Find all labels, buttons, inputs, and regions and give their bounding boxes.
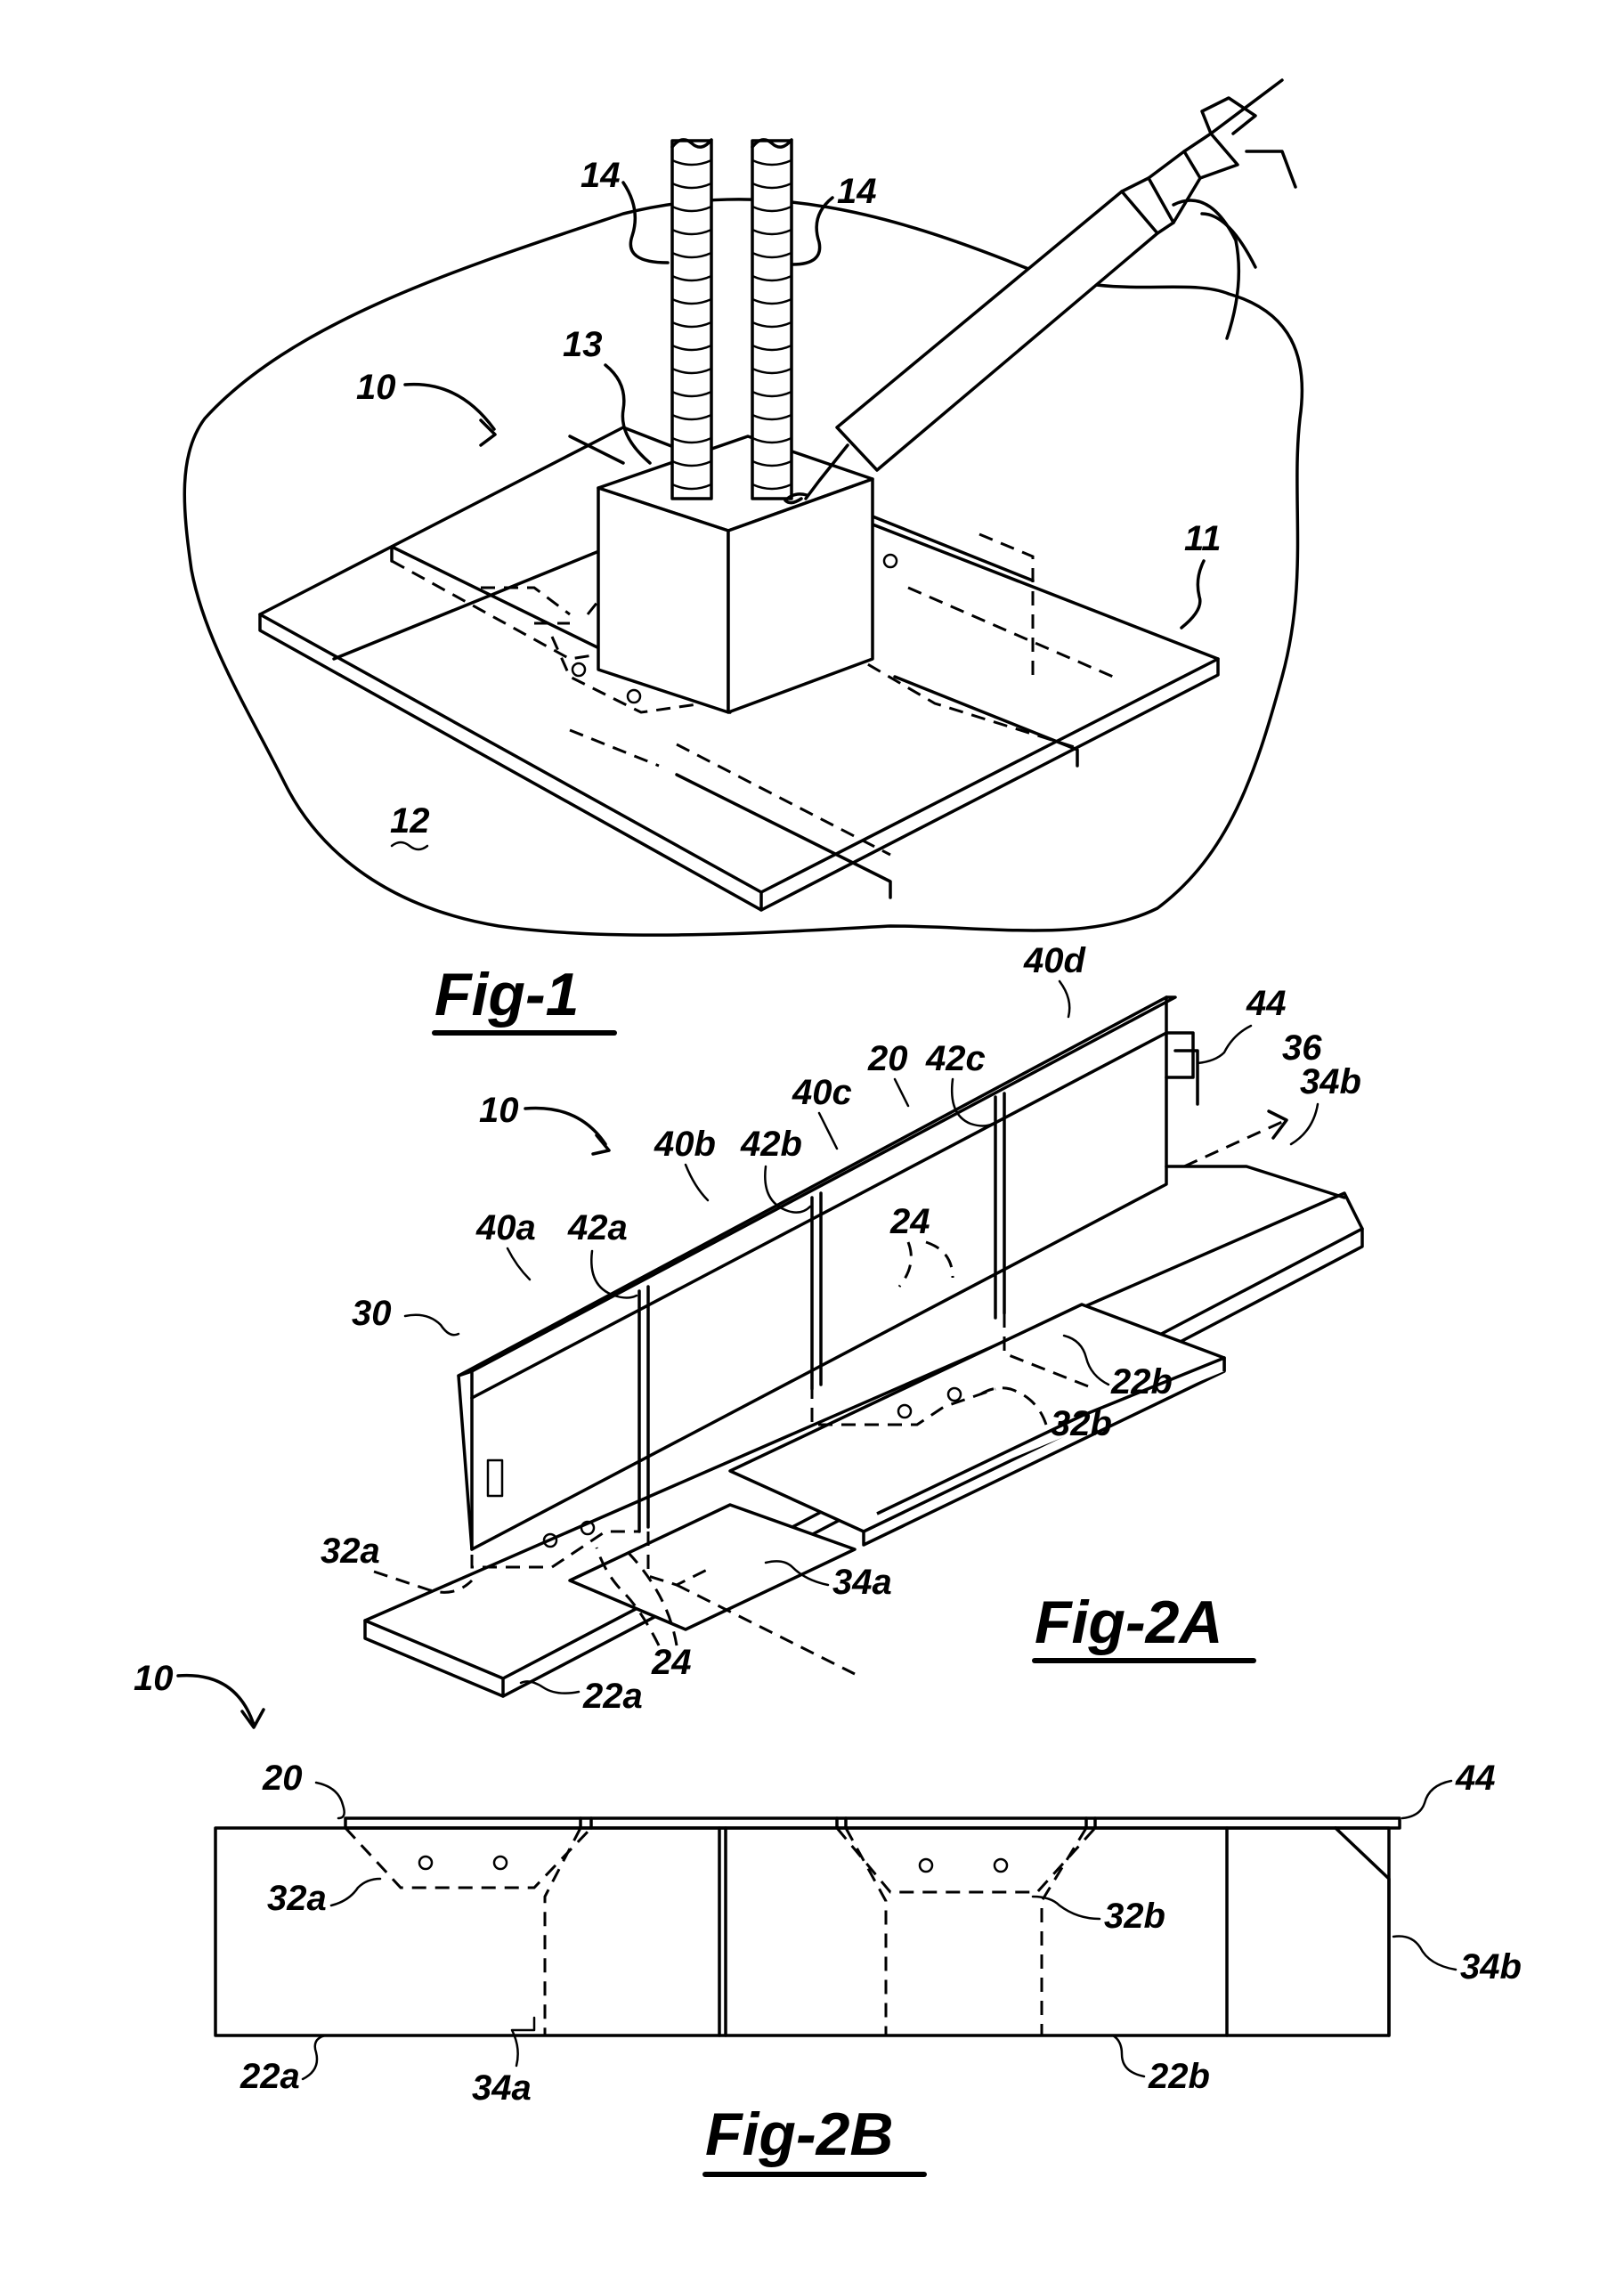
caption-fig-1: Fig-1 [434, 961, 579, 1028]
ref-label-fig2a-40b: 40b [654, 1125, 716, 1164]
leader-10-fig2b [178, 1676, 254, 1725]
ref-label-fig1-11: 11 [1184, 519, 1222, 558]
ref-label-fig2b-22b: 22b [1148, 2057, 1210, 2096]
ref-label-fig2b-34a: 34a [472, 2068, 532, 2108]
leader-20-fig2a [895, 1079, 908, 1106]
arrow-10-fig1 [481, 420, 495, 445]
ref-label-fig1-14-left: 14 [581, 156, 621, 195]
grout-block [598, 436, 873, 712]
rebar-right [752, 140, 792, 499]
leader-22a-fig2b [303, 2035, 325, 2079]
leader-30 [405, 1315, 459, 1336]
ref-label-fig2a-40c: 40c [792, 1073, 852, 1112]
ref-label-fig2b-32a: 32a [267, 1879, 327, 1918]
ref-label-fig2b-10: 10 [134, 1659, 174, 1698]
ref-label-fig2a-42b: 42b [740, 1125, 802, 1164]
ref-label-fig2a-22a: 22a [582, 1677, 643, 1716]
ref-label-fig1-14-right: 14 [837, 172, 877, 211]
rebar-left [672, 140, 711, 499]
leader-12 [392, 842, 427, 849]
ref-label-fig2a-24-bottom: 24 [651, 1643, 692, 1682]
ref-label-fig1-13: 13 [563, 325, 603, 364]
leader-20-fig2b [316, 1783, 345, 1818]
ref-label-fig2a-42c: 42c [925, 1039, 986, 1078]
ref-label-fig2a-20: 20 [867, 1039, 908, 1078]
leader-40b [686, 1165, 708, 1200]
leader-40c [819, 1113, 837, 1149]
leader-34b-fig2a [1291, 1104, 1318, 1144]
ref-label-fig1-12: 12 [390, 801, 430, 841]
leader-44-fig2b [1402, 1781, 1451, 1818]
leader-40d [1060, 981, 1069, 1017]
ref-label-fig2b-20: 20 [262, 1759, 303, 1798]
ref-label-fig2b-44: 44 [1455, 1759, 1496, 1798]
ref-label-fig2b-34b: 34b [1460, 1947, 1522, 1987]
ref-label-fig2a-42a: 42a [567, 1208, 628, 1247]
ref-label-fig2a-32a: 32a [321, 1532, 380, 1571]
figure-1 [184, 80, 1302, 935]
ref-label-fig2a-32b: 32b [1051, 1404, 1112, 1443]
ref-label-fig2b-32b: 32b [1104, 1897, 1165, 1936]
ref-label-fig2a-40a: 40a [475, 1208, 536, 1247]
ref-label-fig2b-22a: 22a [240, 2057, 300, 2096]
ref-label-fig1-10: 10 [356, 368, 396, 407]
ref-label-fig2a-40d: 40d [1023, 941, 1086, 980]
caption-fig-2a: Fig-2A [1035, 1588, 1223, 1656]
leader-11 [1181, 561, 1204, 628]
leader-40a [508, 1248, 530, 1280]
leader-34b-fig2b [1393, 1937, 1456, 1970]
caption-fig-2b: Fig-2B [705, 2100, 894, 2168]
ref-label-fig2a-22b: 22b [1110, 1362, 1173, 1402]
ref-label-fig2a-30: 30 [352, 1294, 392, 1333]
leader-22b-fig2b [1113, 2035, 1144, 2076]
figure-2b [215, 1818, 1400, 2035]
leader-14-left [623, 183, 668, 263]
leader-44 [1198, 1026, 1251, 1063]
ref-label-fig2a-34b: 34b [1300, 1062, 1361, 1101]
ref-label-fig2a-34a: 34a [832, 1563, 892, 1602]
ref-label-fig2a-44: 44 [1246, 984, 1287, 1023]
ref-label-fig2a-10: 10 [479, 1091, 519, 1130]
leader-10-fig2a [525, 1109, 605, 1145]
ref-label-fig2a-24-top: 24 [889, 1202, 930, 1241]
